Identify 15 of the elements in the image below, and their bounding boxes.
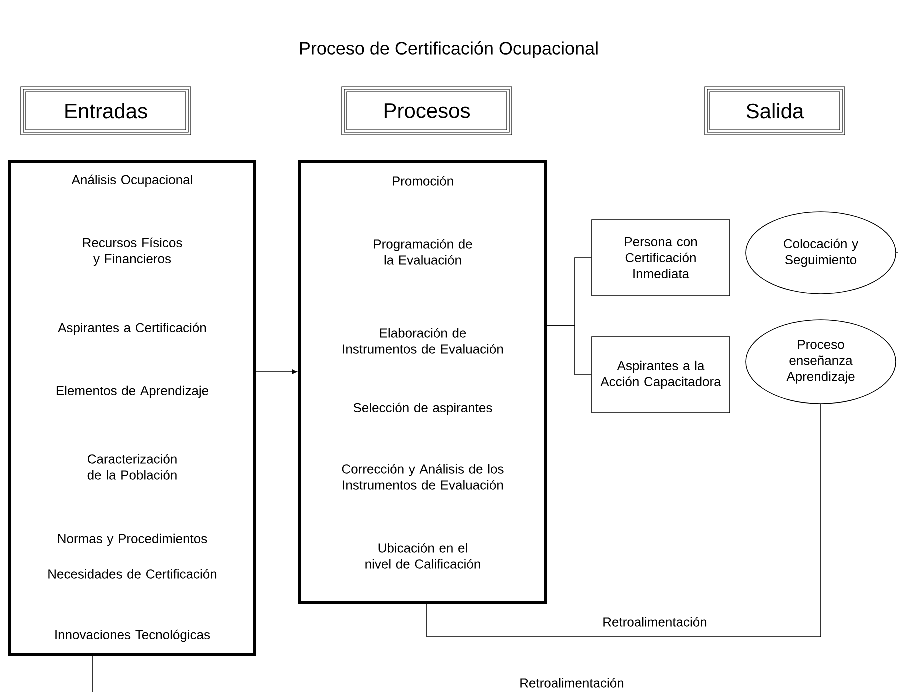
connector-line — [92, 656, 94, 692]
connector-line — [256, 370, 298, 374]
header-box: Entradas — [20, 86, 192, 136]
header-box: Procesos — [342, 86, 512, 136]
list-box: Análisis Ocupacional Recursos Físicos y Financieros Aspirantes a Certificación Elementos de Aprendizaje Caracterización de la Población Normas y Procedimientos Necesidades de Certificación Innovaciones Tecnológicas — [8, 160, 256, 656]
connector-line — [547, 326, 592, 376]
connector-line — [426, 404, 822, 638]
outcome-box: Persona con Certificación Inmediata — [592, 220, 730, 296]
connector-line — [896, 252, 898, 254]
edge-label: Retroalimentación — [604, 617, 707, 627]
outcome-box: Aspirantes a la Acción Capacitadora — [592, 336, 730, 414]
list-box: Promoción Programación de la Evaluación Elaboración de Instrumentos de Evaluación Selección de aspirantes Corrección y Análisis de los Instrumentos de Evaluación Ubicación en el nivel de Calificación — [298, 160, 548, 604]
title: Proceso de Certificación Ocupacional — [300, 42, 598, 58]
note-text: Retroalimentación — [520, 678, 624, 688]
header-box: Salida — [704, 86, 846, 136]
